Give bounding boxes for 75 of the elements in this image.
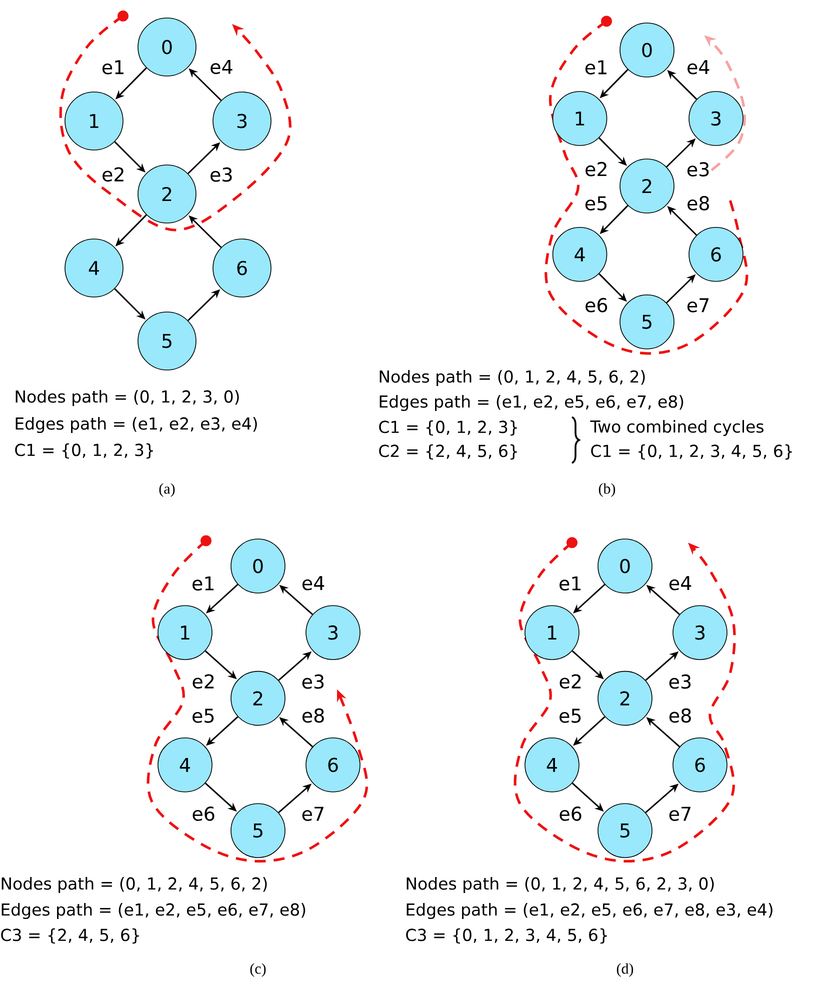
caption-text: Edges path = (e1, e2, e5, e6, e7, e8) (2, 903, 306, 919)
graph-node: 6 (672, 738, 728, 792)
graph-node: 5 (620, 294, 674, 350)
graph-node: 5 (230, 803, 286, 858)
edge-label: e8 (300, 707, 326, 724)
graph-node: 6 (306, 738, 360, 792)
graph-node: 6 (212, 238, 272, 298)
caption-text: Two combined cycles (590, 420, 764, 436)
edge-label: e8 (686, 195, 712, 212)
edge-label: e1 (583, 59, 610, 76)
caption-text: Nodes path = (0, 1, 2, 4, 5, 6, 2) (2, 877, 267, 893)
caption-text: C1 = {0, 1, 2, 3} (15, 443, 153, 459)
graph-node: 4 (64, 238, 124, 298)
graph-node: 5 (138, 312, 196, 370)
graph-node: 5 (598, 803, 652, 858)
graph-node: 1 (64, 92, 124, 150)
graph-node: 1 (158, 605, 212, 660)
edge-label: e2 (190, 673, 216, 690)
edge-label: e6 (558, 806, 584, 822)
edge-label: e4 (686, 59, 712, 76)
panel-label: (d) (616, 963, 634, 977)
panel-label: (b) (598, 483, 616, 497)
graph-node: 0 (138, 18, 196, 76)
edge-label: e4 (300, 575, 326, 592)
graph-node: 0 (620, 22, 674, 78)
graph-node: 3 (672, 605, 728, 660)
edge-label: e8 (667, 707, 694, 724)
caption-text: Nodes path = (0, 1, 2, 4, 5, 6, 2, 3, 0) (406, 877, 714, 893)
edge-label: e5 (583, 195, 610, 212)
panel-label: (c) (250, 963, 266, 977)
edge-label: e3 (685, 161, 712, 178)
graph-node: 3 (306, 605, 360, 660)
graph-node: 2 (598, 670, 652, 726)
edge-label: e1 (100, 59, 126, 76)
graph-node: 4 (158, 738, 212, 792)
graph-node: 2 (620, 158, 674, 214)
edge-label: e4 (208, 58, 234, 76)
edge-label: e1 (558, 575, 584, 592)
caption-text: C3 = {2, 4, 5, 6} (1, 928, 139, 944)
graph-node: 4 (552, 227, 608, 282)
graph-node: 6 (688, 227, 744, 282)
graph-node: 0 (598, 538, 652, 594)
edge-label: e1 (190, 575, 216, 592)
caption-text: C3 = {0, 1, 2, 3, 4, 5, 6} (406, 928, 607, 944)
graph-node: 2 (230, 670, 286, 726)
edge-label: e3 (300, 673, 326, 690)
caption-text: Nodes path = (0, 1, 2, 4, 5, 6, 2) (380, 370, 645, 386)
edge-label: e2 (584, 160, 610, 178)
graph-node: 2 (138, 164, 196, 224)
edge-label: e7 (300, 806, 326, 822)
edge-label: e5 (558, 708, 584, 724)
graph-node: 1 (552, 91, 608, 146)
graph-node: 4 (524, 738, 580, 792)
graph-node: 1 (524, 605, 580, 660)
caption-text: Edges path = (e1, e2, e3, e4) (16, 417, 257, 433)
edge-label: e3 (667, 673, 694, 690)
caption-text: C2 = {2, 4, 5, 6} (379, 444, 517, 460)
panel-label: (a) (159, 483, 175, 497)
edge-label: e6 (190, 806, 216, 822)
caption-text: Edges path = (e1, e2, e5, e6, e7, e8) (380, 395, 684, 411)
caption-text: C1 = {0, 1, 2, 3} (379, 420, 517, 436)
edge-label: e4 (667, 575, 694, 592)
caption-text: C1 = {0, 1, 2, 3, 4, 5, 6} (591, 444, 792, 460)
edge-label: e7 (685, 297, 712, 314)
edge-label: e7 (667, 806, 694, 822)
caption-text: Edges path = (e1, e2, e5, e6, e7, e8, e3, e4) (406, 903, 772, 919)
graph-node: 3 (212, 92, 272, 150)
edge-label: e2 (558, 673, 584, 690)
graph-node: 3 (688, 91, 744, 146)
caption-text: Nodes path = (0, 1, 2, 3, 0) (16, 390, 239, 406)
edge-label: e6 (584, 296, 610, 314)
edge-label: e5 (190, 708, 216, 724)
graph-node: 0 (230, 538, 286, 594)
edge-label: e3 (208, 166, 234, 183)
edge-label: e2 (100, 166, 126, 183)
